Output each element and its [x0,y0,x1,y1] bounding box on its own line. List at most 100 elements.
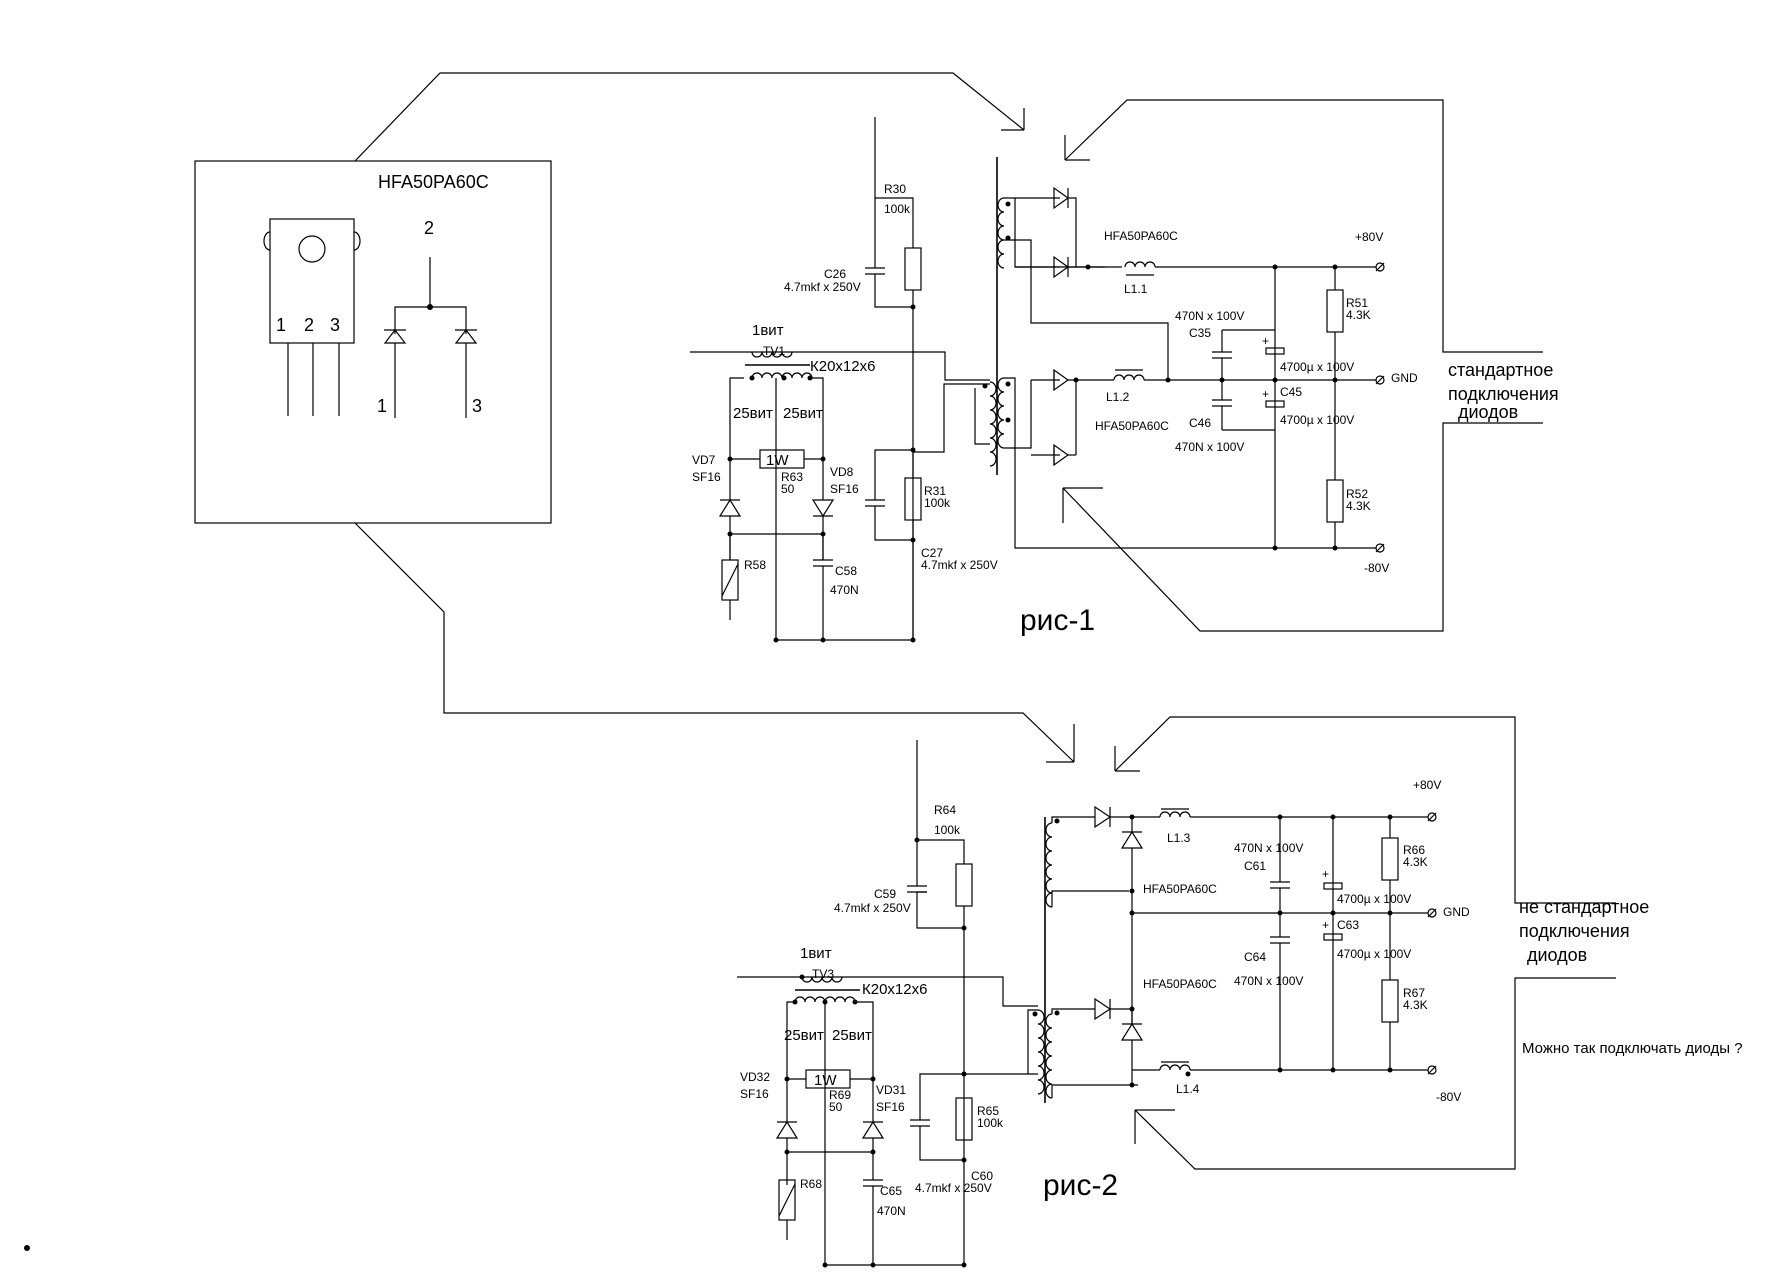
label-core: К20х12х6 [862,981,927,998]
label-R51-value: 4.3K [1346,308,1371,322]
primary-winding [1037,1009,1045,1095]
thermistor-mark [778,1183,796,1217]
junction-dot [961,1262,967,1268]
diode [1053,443,1070,467]
part-inset: HFA50PA60C 1 2 3 2 1 3 [194,160,552,524]
winding-dot [1005,417,1011,423]
label-R66: R66 [1403,843,1425,857]
junction-dot [1332,377,1338,383]
junction-dot [1277,910,1283,916]
label-diode-top: HFA50PA60C [1104,229,1178,243]
junction-dot [1129,910,1135,916]
junction-dot [820,456,826,462]
note-line: подключения [1448,384,1559,404]
label-L1.2: L1.2 [1106,390,1130,404]
wire [1027,1009,1038,1074]
junction-dot [1219,377,1225,383]
wire [1051,1084,1138,1098]
junction-dot [1272,545,1278,551]
label-L1.4: L1.4 [1176,1082,1200,1096]
junction-dot [822,1262,828,1268]
label-C61-value: 470N x 100V [1234,841,1303,855]
label-rail-negative: -80V [1436,1090,1461,1104]
winding-dot [1054,1010,1060,1016]
label-VD8: VD8 [830,465,854,479]
diode [1094,997,1112,1021]
figure-1: стандартное подключения диодов [690,99,1559,643]
cap-polarity: + [1262,334,1269,348]
junction-dot [1330,1067,1336,1073]
wire [729,377,744,418]
resistor-R52 [1326,479,1344,523]
label-R64: R64 [934,803,956,817]
label-turns-1: 1вит [800,945,832,962]
label-C27-value: 4.7mkf x 250V [921,558,998,572]
junction-dot [1129,888,1135,894]
label-L1.1: L1.1 [1124,282,1148,296]
wire [1004,377,1338,549]
label-rail-positive: +80V [1355,230,1383,244]
label-R63-value: 50 [781,482,795,496]
winding-dot [799,974,805,980]
label-C35: C35 [1189,326,1211,340]
secondary-winding-top [1045,822,1053,908]
junction-dot [727,456,733,462]
label-R51: R51 [1346,296,1368,310]
callout-line-fig2 [354,522,1075,763]
package-notch-right [353,231,361,251]
label-R63-power: 1W [766,452,789,469]
junction-dot [1129,814,1135,820]
label-R66-value: 4.3K [1403,855,1428,869]
winding-dot [1032,1011,1038,1017]
secondary-winding-bottom [1045,1013,1053,1099]
note-line: не стандартное [1519,897,1649,917]
junction-dot [1129,1082,1135,1088]
bracket-line [1134,977,1616,1170]
label-TV1: TV1 [763,344,785,358]
label-cap-big: 4700µ x 100V [1280,413,1354,427]
label-C59: C59 [874,887,896,901]
callout-line-fig1 [354,72,1025,162]
diode-VD31 [861,1120,885,1139]
label-R63: R63 [781,470,803,484]
stray-dot [24,1245,30,1251]
terminal-plus [1375,262,1385,272]
inductor-L1.2 [1113,374,1145,381]
label-TV3: TV3 [812,967,834,981]
diode-VD8 [811,499,835,518]
diode [1094,805,1112,829]
figure-caption: рис-1 [1020,604,1095,637]
label-C46-value: 470N x 100V [1175,440,1244,454]
wire [974,388,990,445]
junction-dot [1277,1067,1283,1073]
label-R68: R68 [800,1177,822,1191]
label-C59-value: 4.7mkf x 250V [834,901,911,915]
wire [912,383,990,453]
label-C60: C60 [971,1169,993,1183]
symbol-pin-2: 2 [424,218,434,238]
label-diode-top: HFA50PA60C [1143,882,1217,896]
label-core: К20х12х6 [810,358,875,375]
winding-dot [781,375,787,381]
junction-dot [1272,264,1278,270]
resistor-R51 [1326,289,1344,333]
label-cap-big: 4700µ x 100V [1337,947,1411,961]
inductor-L1.3 [1159,811,1191,818]
diode [1120,830,1144,849]
symbol-pin-1: 1 [377,396,387,416]
bracket-line [1064,99,1543,353]
wire [1068,197,1077,267]
junction-dot [870,1262,876,1268]
wire [855,1001,874,1045]
junction-dot [1165,377,1171,383]
secondary-winding-top [997,197,1005,269]
wire [919,1073,964,1120]
label-R52: R52 [1346,487,1368,501]
label-diode-bottom: HFA50PA60C [1095,419,1169,433]
diode-VD7 [718,498,742,517]
label-R64-value: 100k [934,823,961,837]
capacitor-C-big-top [1323,882,1343,890]
junction-dot [1387,814,1393,820]
label-VD7: VD7 [692,453,716,467]
wire [916,891,964,929]
